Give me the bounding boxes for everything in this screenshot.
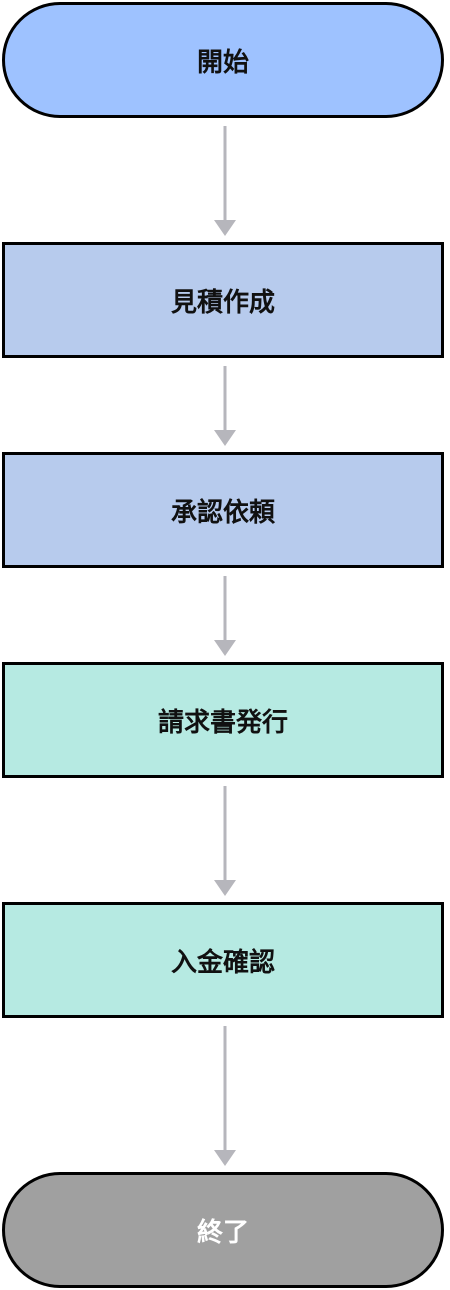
process-node-2: 承認依頼 <box>2 452 444 568</box>
arrow-step-3-to-step-4 <box>214 786 236 896</box>
arrow-step-2-to-step-3 <box>214 576 236 656</box>
process-node-2-label: 承認依頼 <box>170 497 275 528</box>
arrow-start-to-step-1 <box>214 126 236 236</box>
process-node-4-label: 入金確認 <box>170 947 275 978</box>
end-node-label: 終了 <box>196 1217 249 1248</box>
process-node-1-label: 見積作成 <box>170 287 275 318</box>
process-node-3-label: 請求書発行 <box>157 707 288 738</box>
process-node-3: 請求書発行 <box>2 662 444 778</box>
arrow-step-4-to-end <box>214 1026 236 1166</box>
start-node: 開始 <box>2 2 444 118</box>
end-node: 終了 <box>2 1172 444 1288</box>
arrow-step-1-to-step-2 <box>214 366 236 446</box>
start-node-label: 開始 <box>196 47 249 78</box>
process-node-4: 入金確認 <box>2 902 444 1018</box>
process-node-1: 見積作成 <box>2 242 444 358</box>
